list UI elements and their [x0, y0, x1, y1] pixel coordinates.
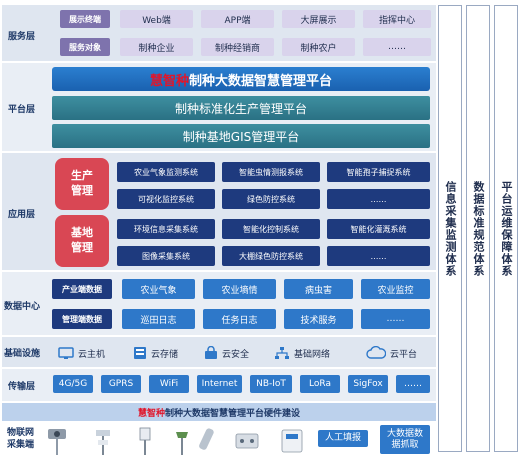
display-item-app: APP端	[201, 10, 274, 28]
display-item-big-screen: 大屏展示	[282, 10, 355, 28]
infra-cloud-security: 云安全	[204, 346, 249, 360]
side-column-collection: 信息采集监测体系	[438, 5, 462, 452]
cloud-icon	[366, 346, 386, 359]
display-terminal-label: 展示终端	[60, 10, 110, 28]
layer-label-service: 服务层	[8, 32, 36, 42]
platform-standard-production: 制种标准化生产管理平台	[52, 96, 430, 120]
iot-devices-strip	[48, 427, 303, 455]
monitor-icon	[58, 346, 74, 359]
transport-nbiot: NB-IoT	[250, 375, 292, 393]
infra-cloud-platform: 云平台	[366, 346, 417, 360]
controller-box-icon	[235, 433, 259, 449]
data-monitoring: 农业监控	[361, 279, 430, 299]
transport-internet: Internet	[197, 375, 242, 393]
hardware-brand: 慧智种	[137, 408, 165, 419]
industry-data-label: 产业端数据	[52, 279, 112, 299]
layer-label-iot: 物联网采集端	[7, 428, 35, 450]
base-management-label: 基地管理	[55, 215, 109, 267]
security-icon	[205, 346, 217, 359]
transport-gprs: GPRS	[101, 375, 141, 393]
platform-gis: 制种基地GIS管理平台	[52, 124, 430, 148]
manual-entry-button: 人工填报	[318, 430, 368, 447]
layer-label-data-center: 数据中心	[4, 302, 41, 312]
transport-wifi: WiFi	[149, 375, 189, 393]
production-management-label: 生产管理	[55, 158, 109, 210]
hardware-title-text: 制种大数据智慧管理平台硬件建设	[165, 408, 301, 419]
data-weather: 农业气象	[122, 279, 195, 299]
network-icon	[275, 347, 289, 359]
hardware-title-bar: 慧智种制种大数据智慧管理平台硬件建设	[2, 403, 436, 421]
infrastructure-band	[2, 337, 436, 367]
app-prod-green: 绿色防控系统	[222, 189, 320, 209]
data-more: ……	[361, 309, 430, 329]
platform-title: 慧智种制种大数据智慧管理平台	[52, 67, 430, 91]
data-soil-moisture: 农业墒情	[203, 279, 276, 299]
soil-probe-icon	[199, 428, 214, 450]
platform-brand: 慧智种	[149, 73, 189, 89]
service-object-dealer: 制种经销商	[201, 38, 274, 56]
transport-4g5g: 4G/5G	[53, 375, 93, 393]
insect-monitor-icon	[176, 432, 188, 455]
side-column-standards: 数据标准规范体系	[466, 5, 490, 452]
transport-lora: LoRa	[300, 375, 340, 393]
transport-sigfox: SigFox	[348, 375, 388, 393]
service-object-more: ……	[363, 38, 431, 56]
app-base-control: 智能化控制系统	[222, 219, 320, 239]
service-object-farmer: 制种农户	[282, 38, 355, 56]
layer-label-application: 应用层	[8, 210, 36, 220]
data-patrol-log: 巡田日志	[122, 309, 195, 329]
display-item-web: Web端	[120, 10, 193, 28]
management-data-label: 管理端数据	[52, 309, 112, 329]
layer-label-platform: 平台层	[8, 105, 36, 115]
app-prod-spore: 智能孢子捕捉系统	[327, 162, 430, 182]
app-base-environment: 环境信息采集系统	[117, 219, 215, 239]
storage-icon	[134, 347, 146, 359]
infra-cloud-storage: 云存储	[133, 346, 178, 360]
data-tech-service: 技术服务	[284, 309, 353, 329]
app-prod-more: ……	[327, 189, 430, 209]
sensor-pole-icon	[139, 427, 151, 455]
transport-more: ……	[396, 375, 430, 393]
layer-label-infrastructure: 基础设施	[4, 349, 41, 359]
infra-cloud-host: 云主机	[58, 346, 105, 360]
big-data-crawl-button: 大数据数据抓取	[380, 425, 430, 454]
data-pests: 病虫害	[284, 279, 353, 299]
weather-station-icon	[96, 430, 110, 455]
app-base-irrigation: 智能化灌溉系统	[327, 219, 430, 239]
gateway-icon	[281, 429, 303, 453]
app-base-greenhouse: 大棚绿色防控系统	[222, 246, 320, 266]
app-base-more: ……	[327, 246, 430, 266]
infra-network: 基础网络	[274, 346, 330, 360]
camera-icon	[48, 429, 66, 455]
side-column-operations: 平台运维保障体系	[494, 5, 518, 452]
app-prod-weather: 农业气象监测系统	[117, 162, 215, 182]
app-prod-video: 可视化监控系统	[117, 189, 215, 209]
service-object-label: 服务对象	[60, 38, 110, 56]
service-object-enterprise: 制种企业	[120, 38, 193, 56]
display-item-command-center: 指挥中心	[363, 10, 431, 28]
app-base-image: 图像采集系统	[117, 246, 215, 266]
layer-label-transport: 传输层	[8, 382, 36, 392]
data-task-log: 任务日志	[203, 309, 276, 329]
platform-title-text: 制种大数据智慧管理平台	[189, 73, 333, 89]
app-prod-pest: 智能虫情测报系统	[222, 162, 320, 182]
